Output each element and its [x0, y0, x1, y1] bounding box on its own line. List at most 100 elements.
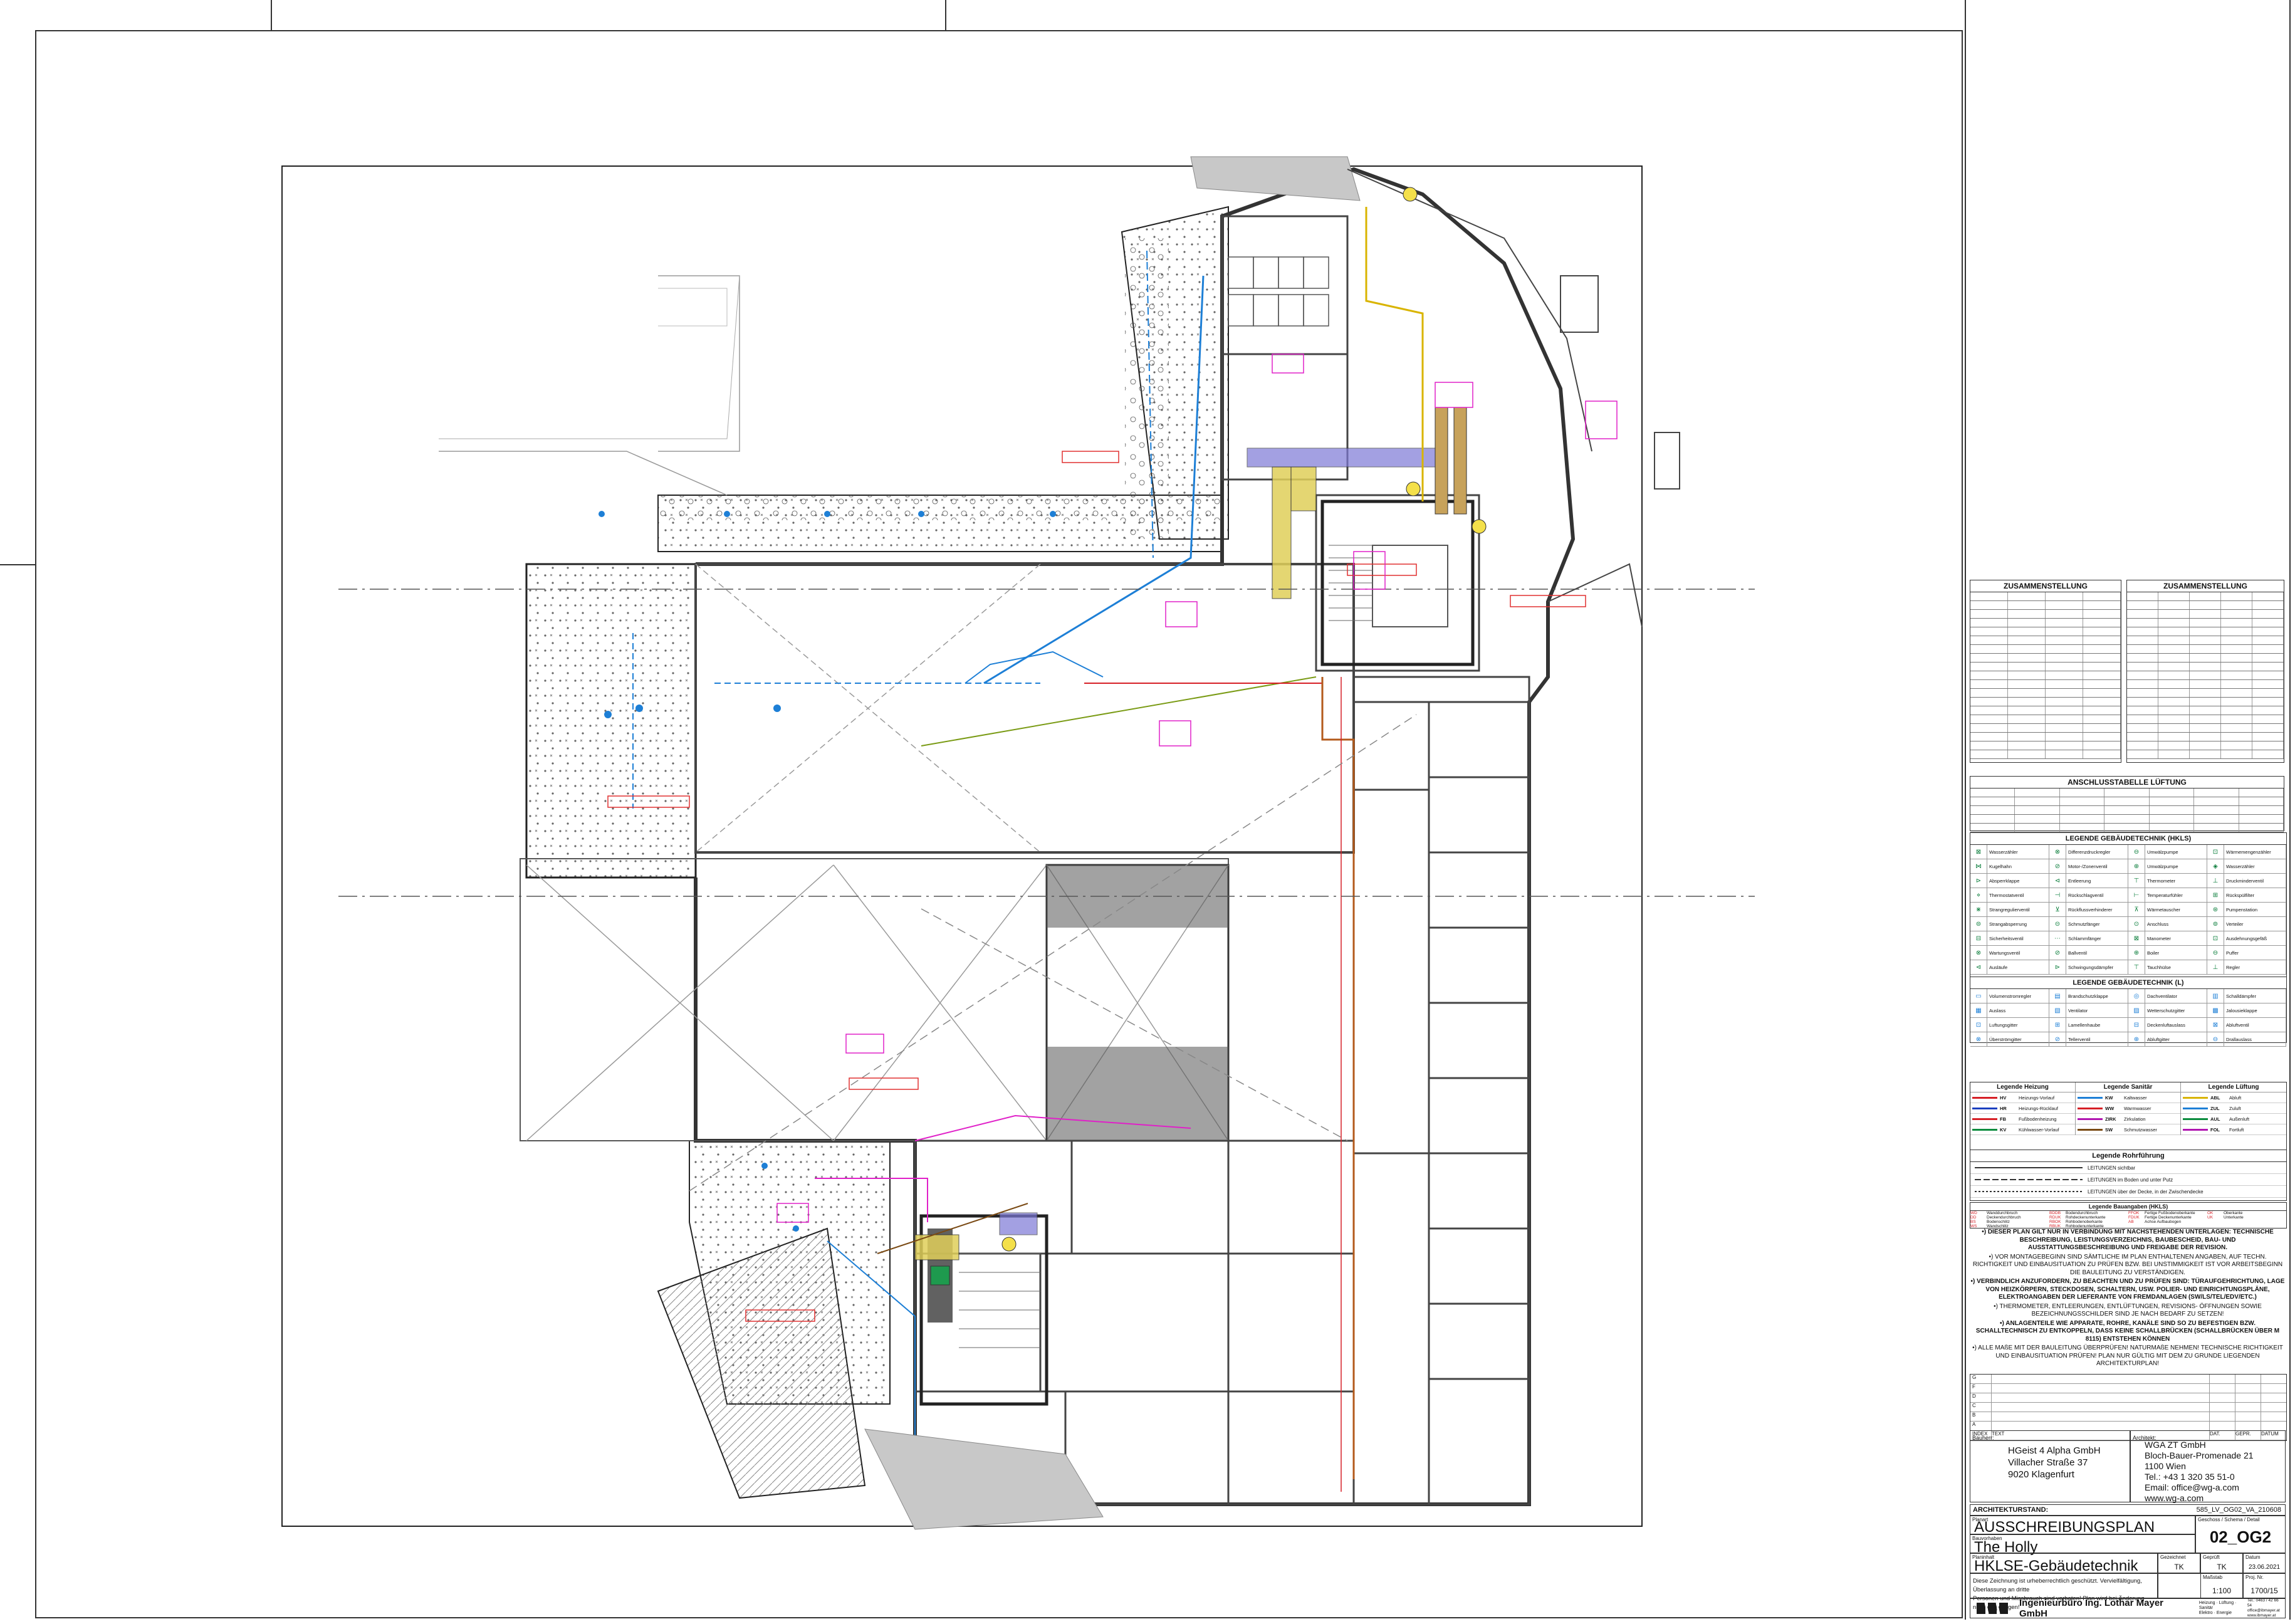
legend-symbol-icon: ⊘	[2049, 859, 2066, 873]
rohr-row: LEITUNGEN im Boden und unter Putz	[1970, 1174, 2286, 1186]
legend-symbol-icon: ⊠	[2128, 931, 2145, 945]
legend-symbol-icon: ⋇	[1970, 903, 1987, 916]
legend-l-item: ⊗Überströmgitter	[1970, 1032, 2049, 1047]
legend-hkls-label: Schlammfänger	[2068, 935, 2101, 941]
title-block: ARCHITEKTURSTAND: 585_LV_OG02_VA_210608 …	[1970, 1504, 2286, 1619]
green-unit	[930, 1265, 950, 1286]
bauangaben-text: Wandschlitz	[1987, 1224, 2009, 1228]
legend-l-label: Überströmgitter	[1989, 1036, 2022, 1042]
legend-hkls-item: ⊖Umwälzpumpe	[2128, 845, 2207, 859]
legend-l-title: LEGENDE GEBÄUDETECHNIK (L)	[1970, 977, 2286, 989]
revision-text	[1992, 1375, 2210, 1383]
line-code: ZUL	[2210, 1105, 2220, 1111]
legend-hkls-item: ⊚Verteiler	[2207, 917, 2286, 931]
copyright-line-1: Diese Zeichnung ist urheberrechtlich ges…	[1973, 1578, 2142, 1593]
revision-text	[1992, 1403, 2210, 1412]
riser	[1453, 407, 1467, 515]
line-swatch	[2183, 1118, 2208, 1120]
legend-l-item: ▥Schalldämpfer	[2207, 989, 2286, 1003]
bauangaben-text2: Rohbodenoberkante	[2066, 1220, 2103, 1224]
legend-hkls-label: Tauchhülse	[2147, 964, 2171, 970]
legend-hkls-label: Druckminderventil	[2226, 877, 2264, 884]
legend-symbol-icon: ▥	[2207, 989, 2224, 1003]
legend-hkls-item: ⋯Schlammfänger	[2049, 931, 2128, 946]
rohr-row: LEITUNGEN über der Decke, in der Zwische…	[1970, 1186, 2286, 1198]
legend-hkls-item: ⊖Puffer	[2207, 946, 2286, 960]
geprueft-value: TK	[2217, 1563, 2227, 1571]
legend-l: LEGENDE GEBÄUDETECHNIK (L) ▭Volumenstrom…	[1970, 977, 2287, 1047]
legend-symbol-icon: ⊠	[2207, 1018, 2224, 1032]
yellow-markers	[1001, 187, 1487, 1252]
line-code: FOL	[2210, 1126, 2220, 1133]
planart-row: Planart AUSSCHREIBUNGSPLAN	[1970, 1516, 2195, 1536]
legend-symbol-icon: ⊲	[1970, 960, 1987, 974]
legend-hkls-item: ⊥Regler	[2207, 960, 2286, 975]
bauangaben-text: Deckendurchbruch	[1987, 1215, 2021, 1220]
revision-text	[1992, 1384, 2210, 1393]
legend-symbol-icon: ⊡	[2207, 931, 2224, 945]
drawing-frame	[35, 30, 1963, 1618]
edge-tick	[945, 0, 946, 30]
legend-l-label: Lamellenhaube	[2068, 1022, 2101, 1028]
legend-hkls-item: ⊞Rückspülfilter	[2207, 888, 2286, 903]
pipe-yellow	[1365, 207, 1424, 501]
legend-hkls-item: ⊢Temperaturfühler	[2128, 888, 2207, 903]
line-code: HV	[2000, 1094, 2007, 1101]
legend-lueftung-title: Legende Lüftung	[2181, 1082, 2286, 1092]
legend-l-grid: ▭Volumenstromregler▤Brandschutzklappe◎Da…	[1970, 989, 2286, 1047]
legend-l-label: Abluftventil	[2226, 1022, 2249, 1028]
bauangaben-text4	[2224, 1224, 2286, 1228]
line-code: ABL	[2210, 1094, 2220, 1101]
gezeichnet-box: Gezeichnet TK	[2158, 1553, 2200, 1573]
line-swatch	[2183, 1096, 2208, 1099]
line-swatch	[1972, 1118, 1997, 1120]
revision-row: D	[1970, 1393, 2286, 1403]
revision-col: GEPR.	[2235, 1431, 2261, 1440]
bauherr-label: Bauherr:	[1972, 1435, 1994, 1441]
legend-hkls-item: ⊳Absperrklappe	[1970, 874, 2049, 888]
legend-symbol-icon: ⊤	[2128, 874, 2145, 888]
legend-symbol-icon: ⊗	[1970, 1032, 1987, 1046]
legend-symbol-icon: ⊖	[2207, 1032, 2224, 1046]
bauangaben-text: Wanddurchbruch	[1987, 1211, 2018, 1215]
revision-row: B	[1970, 1412, 2286, 1422]
revision-row: G	[1970, 1375, 2286, 1384]
bauangaben-text2: Rohbodenunterkante	[2066, 1224, 2104, 1228]
projnr-label: Proj. Nr.	[2245, 1574, 2264, 1580]
legend-hkls-item: ⊥Druckminderventil	[2207, 874, 2286, 888]
legend-symbol-icon: ⊲	[2049, 874, 2066, 888]
legend-symbol-icon: ⊳	[1970, 874, 1987, 888]
line-code: ZIRK	[2105, 1116, 2116, 1122]
legend-hkls-label: Differenzdruckregler	[2068, 849, 2111, 855]
legend-hkls-item: ⊟Sicherheitsventil	[1970, 931, 2049, 946]
legend-line-row: ZIRK Zirkulation	[2076, 1114, 2180, 1124]
legend-symbol-icon: ⊻	[2049, 903, 2066, 916]
legend-hkls-grid: ⊠Wasserzähler⊗Differenzdruckregler⊖Umwäl…	[1970, 845, 2286, 975]
bauangaben-code: DD	[1970, 1215, 1977, 1220]
legend-l-label: Ventilator	[2068, 1007, 2088, 1014]
line-code: KV	[2000, 1126, 2007, 1133]
legend-l-item: ⊟Deckenluftauslass	[2128, 1018, 2207, 1032]
legend-symbol-icon: ⊼	[2128, 903, 2145, 916]
line-swatch	[2183, 1107, 2208, 1109]
line-label: Heizungs-Vorlauf	[2019, 1094, 2055, 1101]
plan-border	[281, 165, 1643, 1527]
revision-col	[2210, 1403, 2235, 1412]
architekt-line: www.wg-a.com	[2145, 1493, 2204, 1503]
pipe-magenta	[914, 1114, 1191, 1141]
general-notes: •) DIESER PLAN GILT NUR IN VERBINDUNG MI…	[1970, 1228, 2286, 1370]
bauangaben-code2: RBUK	[2049, 1224, 2061, 1228]
legend-hkls-label: Manometer	[2147, 935, 2171, 941]
line-label: Zirkulation	[2124, 1116, 2146, 1122]
legend-hkls-label: Rückschlagventil	[2068, 892, 2104, 898]
line-code: WW	[2105, 1105, 2115, 1111]
legend-symbol-icon: ▨	[2128, 1003, 2145, 1017]
rohr-label: LEITUNGEN sichtbar	[2088, 1165, 2136, 1171]
legend-symbol-icon: ⊗	[1970, 946, 1987, 960]
